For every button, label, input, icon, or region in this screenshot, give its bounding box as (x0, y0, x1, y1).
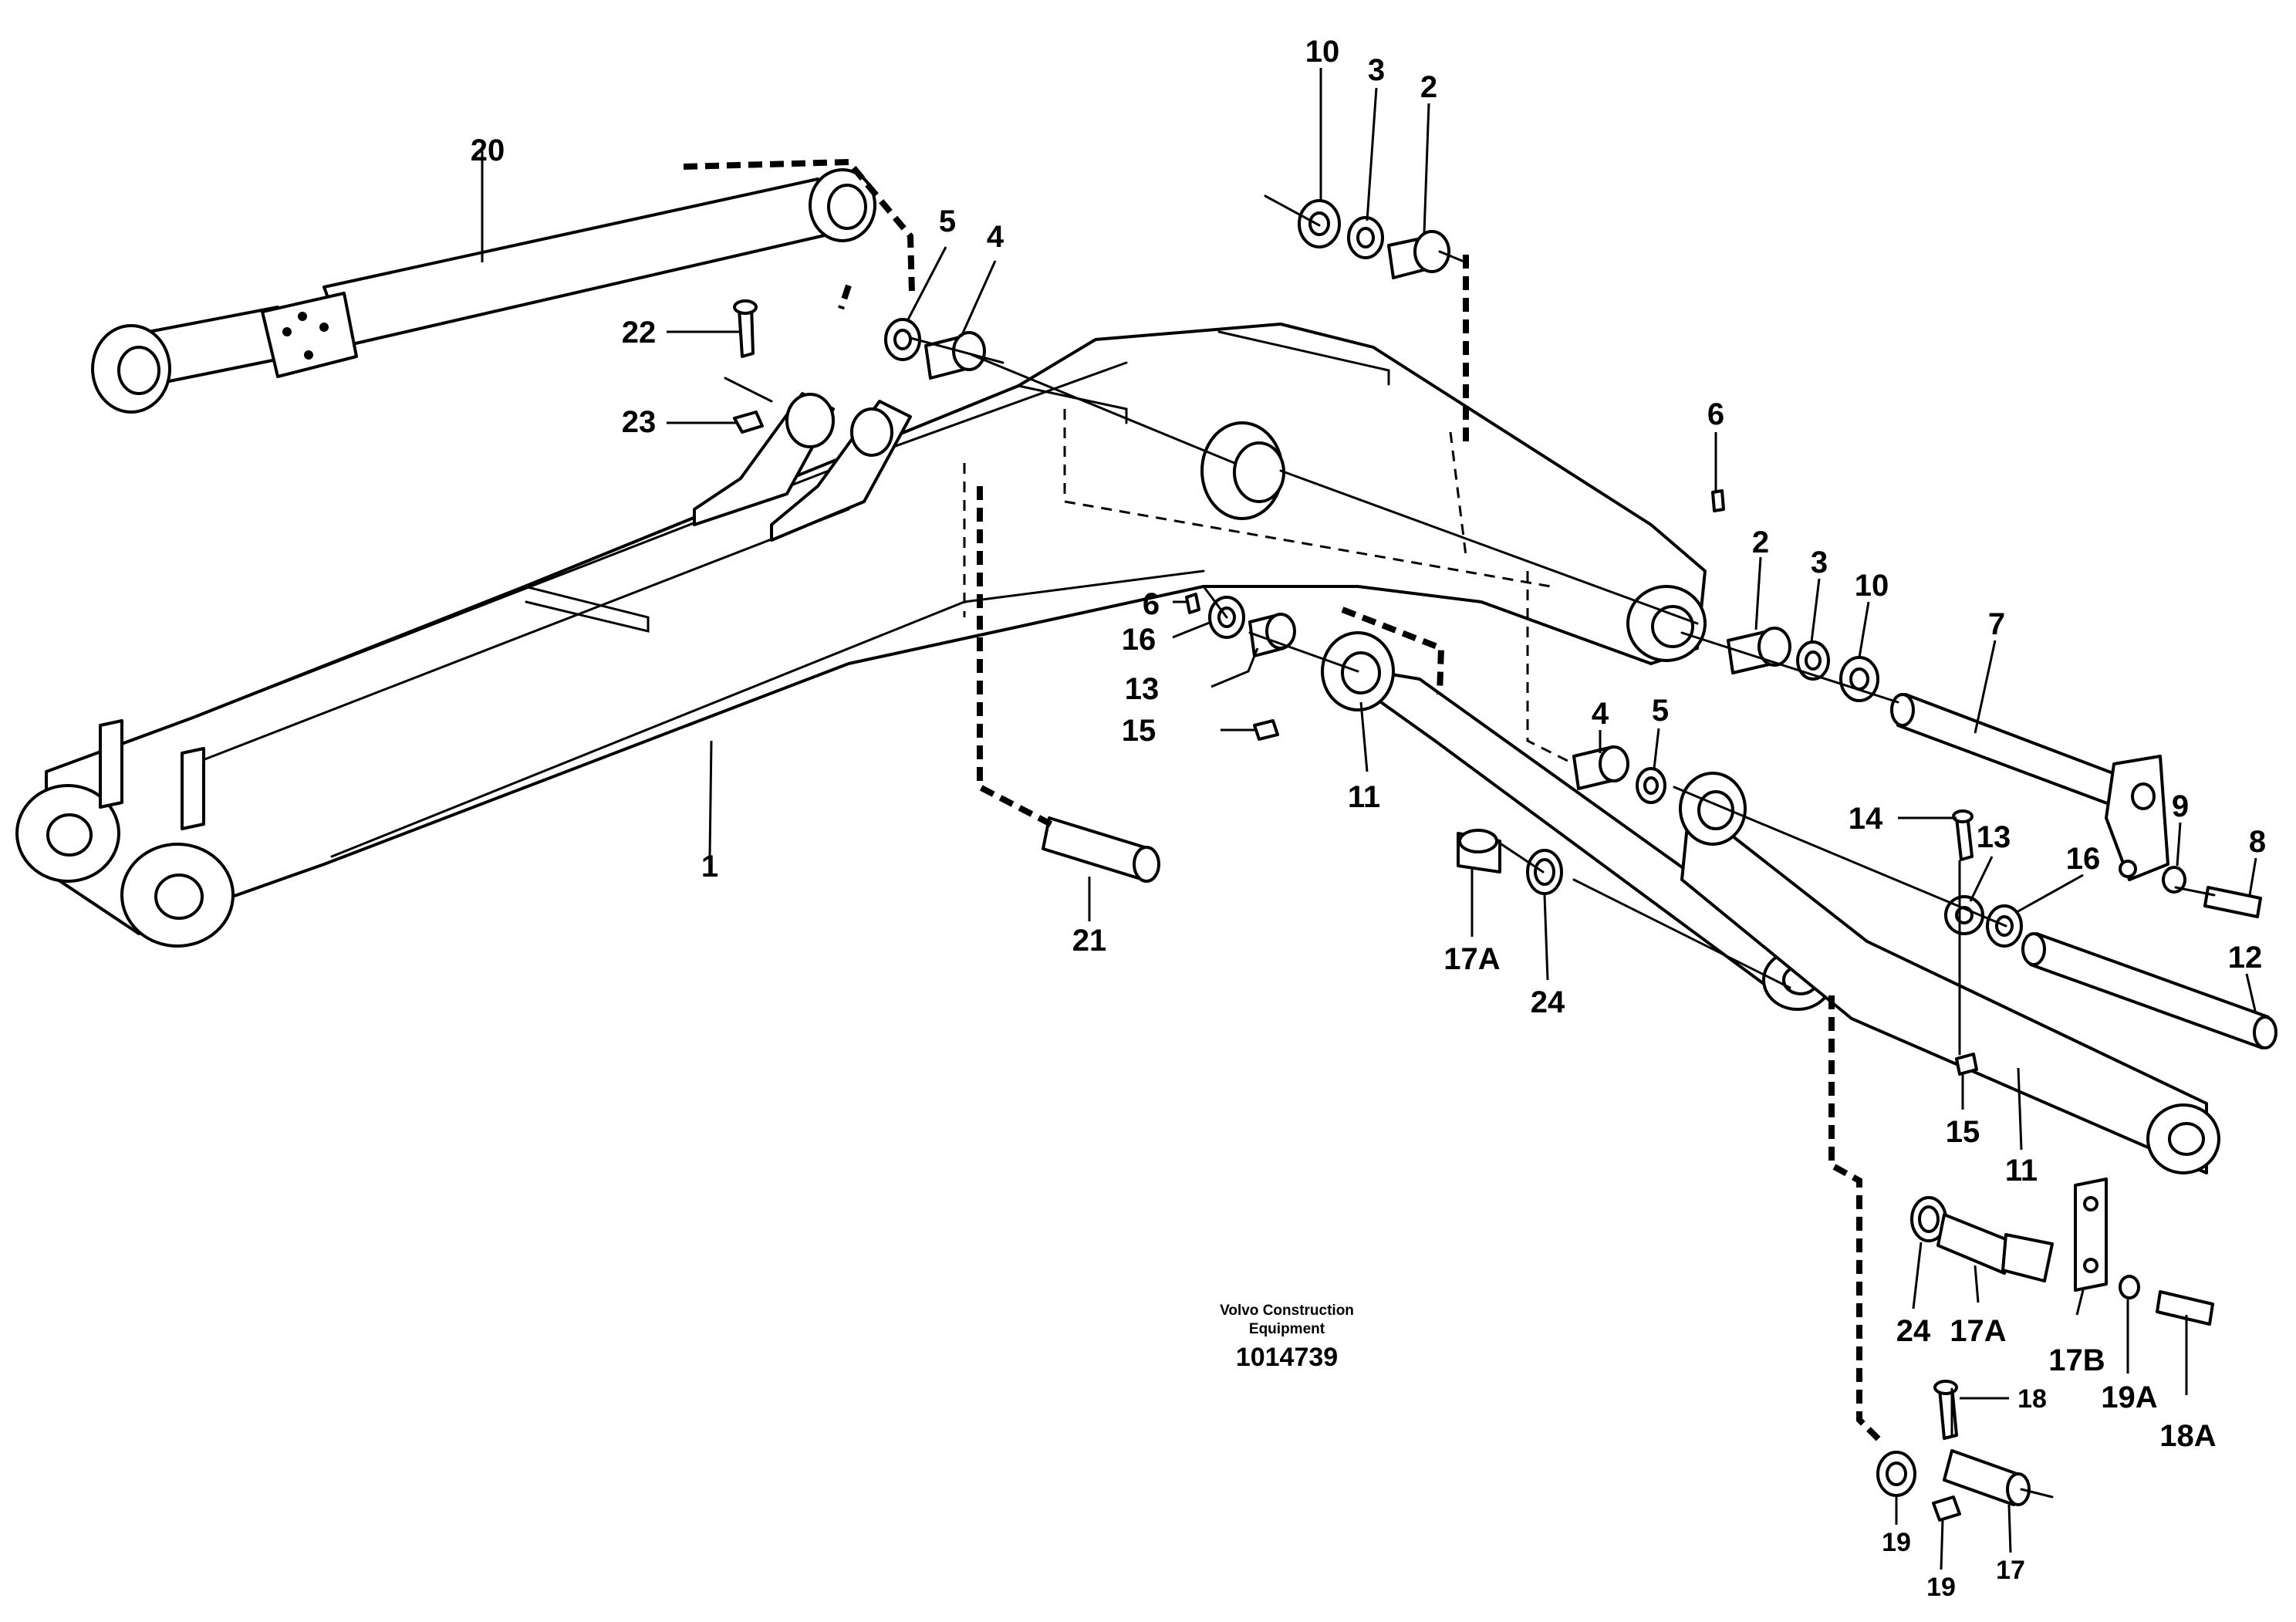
callout-5-mid: 5 (1652, 694, 1669, 728)
callout-3-top: 3 (1368, 53, 1385, 87)
callout-19A: 19A (2101, 1380, 2157, 1414)
callout-24-left: 24 (1531, 985, 1565, 1019)
callout-17A-left: 17A (1443, 942, 1500, 976)
callout-17B: 17B (2048, 1343, 2105, 1377)
callout-4-top: 4 (987, 220, 1004, 254)
callout-19-left: 19 (1882, 1528, 1911, 1557)
callout-16-right: 16 (2066, 842, 2101, 876)
publisher-caption: Volvo Construction Equipment 1014739 (1220, 1303, 1354, 1372)
callout-2-top: 2 (1420, 70, 1437, 104)
callout-11-right: 11 (2005, 1154, 2038, 1188)
callout-2-right: 2 (1752, 525, 1769, 559)
callout-16-mid: 16 (1122, 623, 1156, 657)
hydraulic-cylinder-20 (91, 168, 876, 414)
callout-17: 17 (1996, 1556, 2025, 1585)
callout-9: 9 (2172, 789, 2189, 823)
callout-22: 22 (622, 316, 657, 350)
callout-10-top: 10 (1305, 35, 1340, 69)
callout-23: 23 (622, 405, 657, 439)
callout-8: 8 (2249, 825, 2266, 859)
boom-structure-1 (15, 323, 1707, 948)
caption-line-1: Volvo Construction (1220, 1303, 1354, 1319)
callout-14: 14 (1849, 802, 1883, 836)
callout-1: 1 (701, 850, 718, 884)
callout-19-bottom: 19 (1926, 1573, 1956, 1602)
callout-24-bottom: 24 (1896, 1314, 1931, 1348)
callout-21: 21 (1072, 924, 1107, 958)
callout-15-right: 15 (1946, 1115, 1980, 1149)
caption-line-2: Equipment (1249, 1321, 1325, 1337)
callout-17A-bottom: 17A (1950, 1314, 2006, 1348)
small-parts (733, 199, 2277, 1522)
callout-3-right: 3 (1811, 546, 1828, 580)
callout-4-mid: 4 (1592, 697, 1609, 731)
callout-10-right: 10 (1855, 569, 1889, 603)
callout-15-mid: 15 (1122, 714, 1156, 748)
callout-7: 7 (1988, 607, 2005, 641)
callout-5-top: 5 (939, 204, 956, 238)
alignment-lines (683, 158, 2216, 1499)
callout-12: 12 (2228, 941, 2263, 975)
callout-18: 18 (2017, 1384, 2047, 1414)
callout-13-right: 13 (1977, 820, 2011, 854)
callout-18A: 18A (2159, 1419, 2216, 1453)
leader-lines (481, 68, 2257, 1570)
callout-6-top: 6 (1707, 397, 1724, 431)
callouts: 20 22 23 5 4 10 3 2 6 2 3 10 7 6 16 13 1… (471, 35, 2266, 1602)
callout-6-mid: 6 (1143, 587, 1160, 621)
callout-20: 20 (471, 133, 505, 167)
callout-11-mid: 11 (1348, 780, 1380, 814)
link-rod-11 (1321, 631, 2220, 1174)
document-number: 1014739 (1236, 1343, 1338, 1372)
callout-13-mid: 13 (1125, 672, 1160, 706)
